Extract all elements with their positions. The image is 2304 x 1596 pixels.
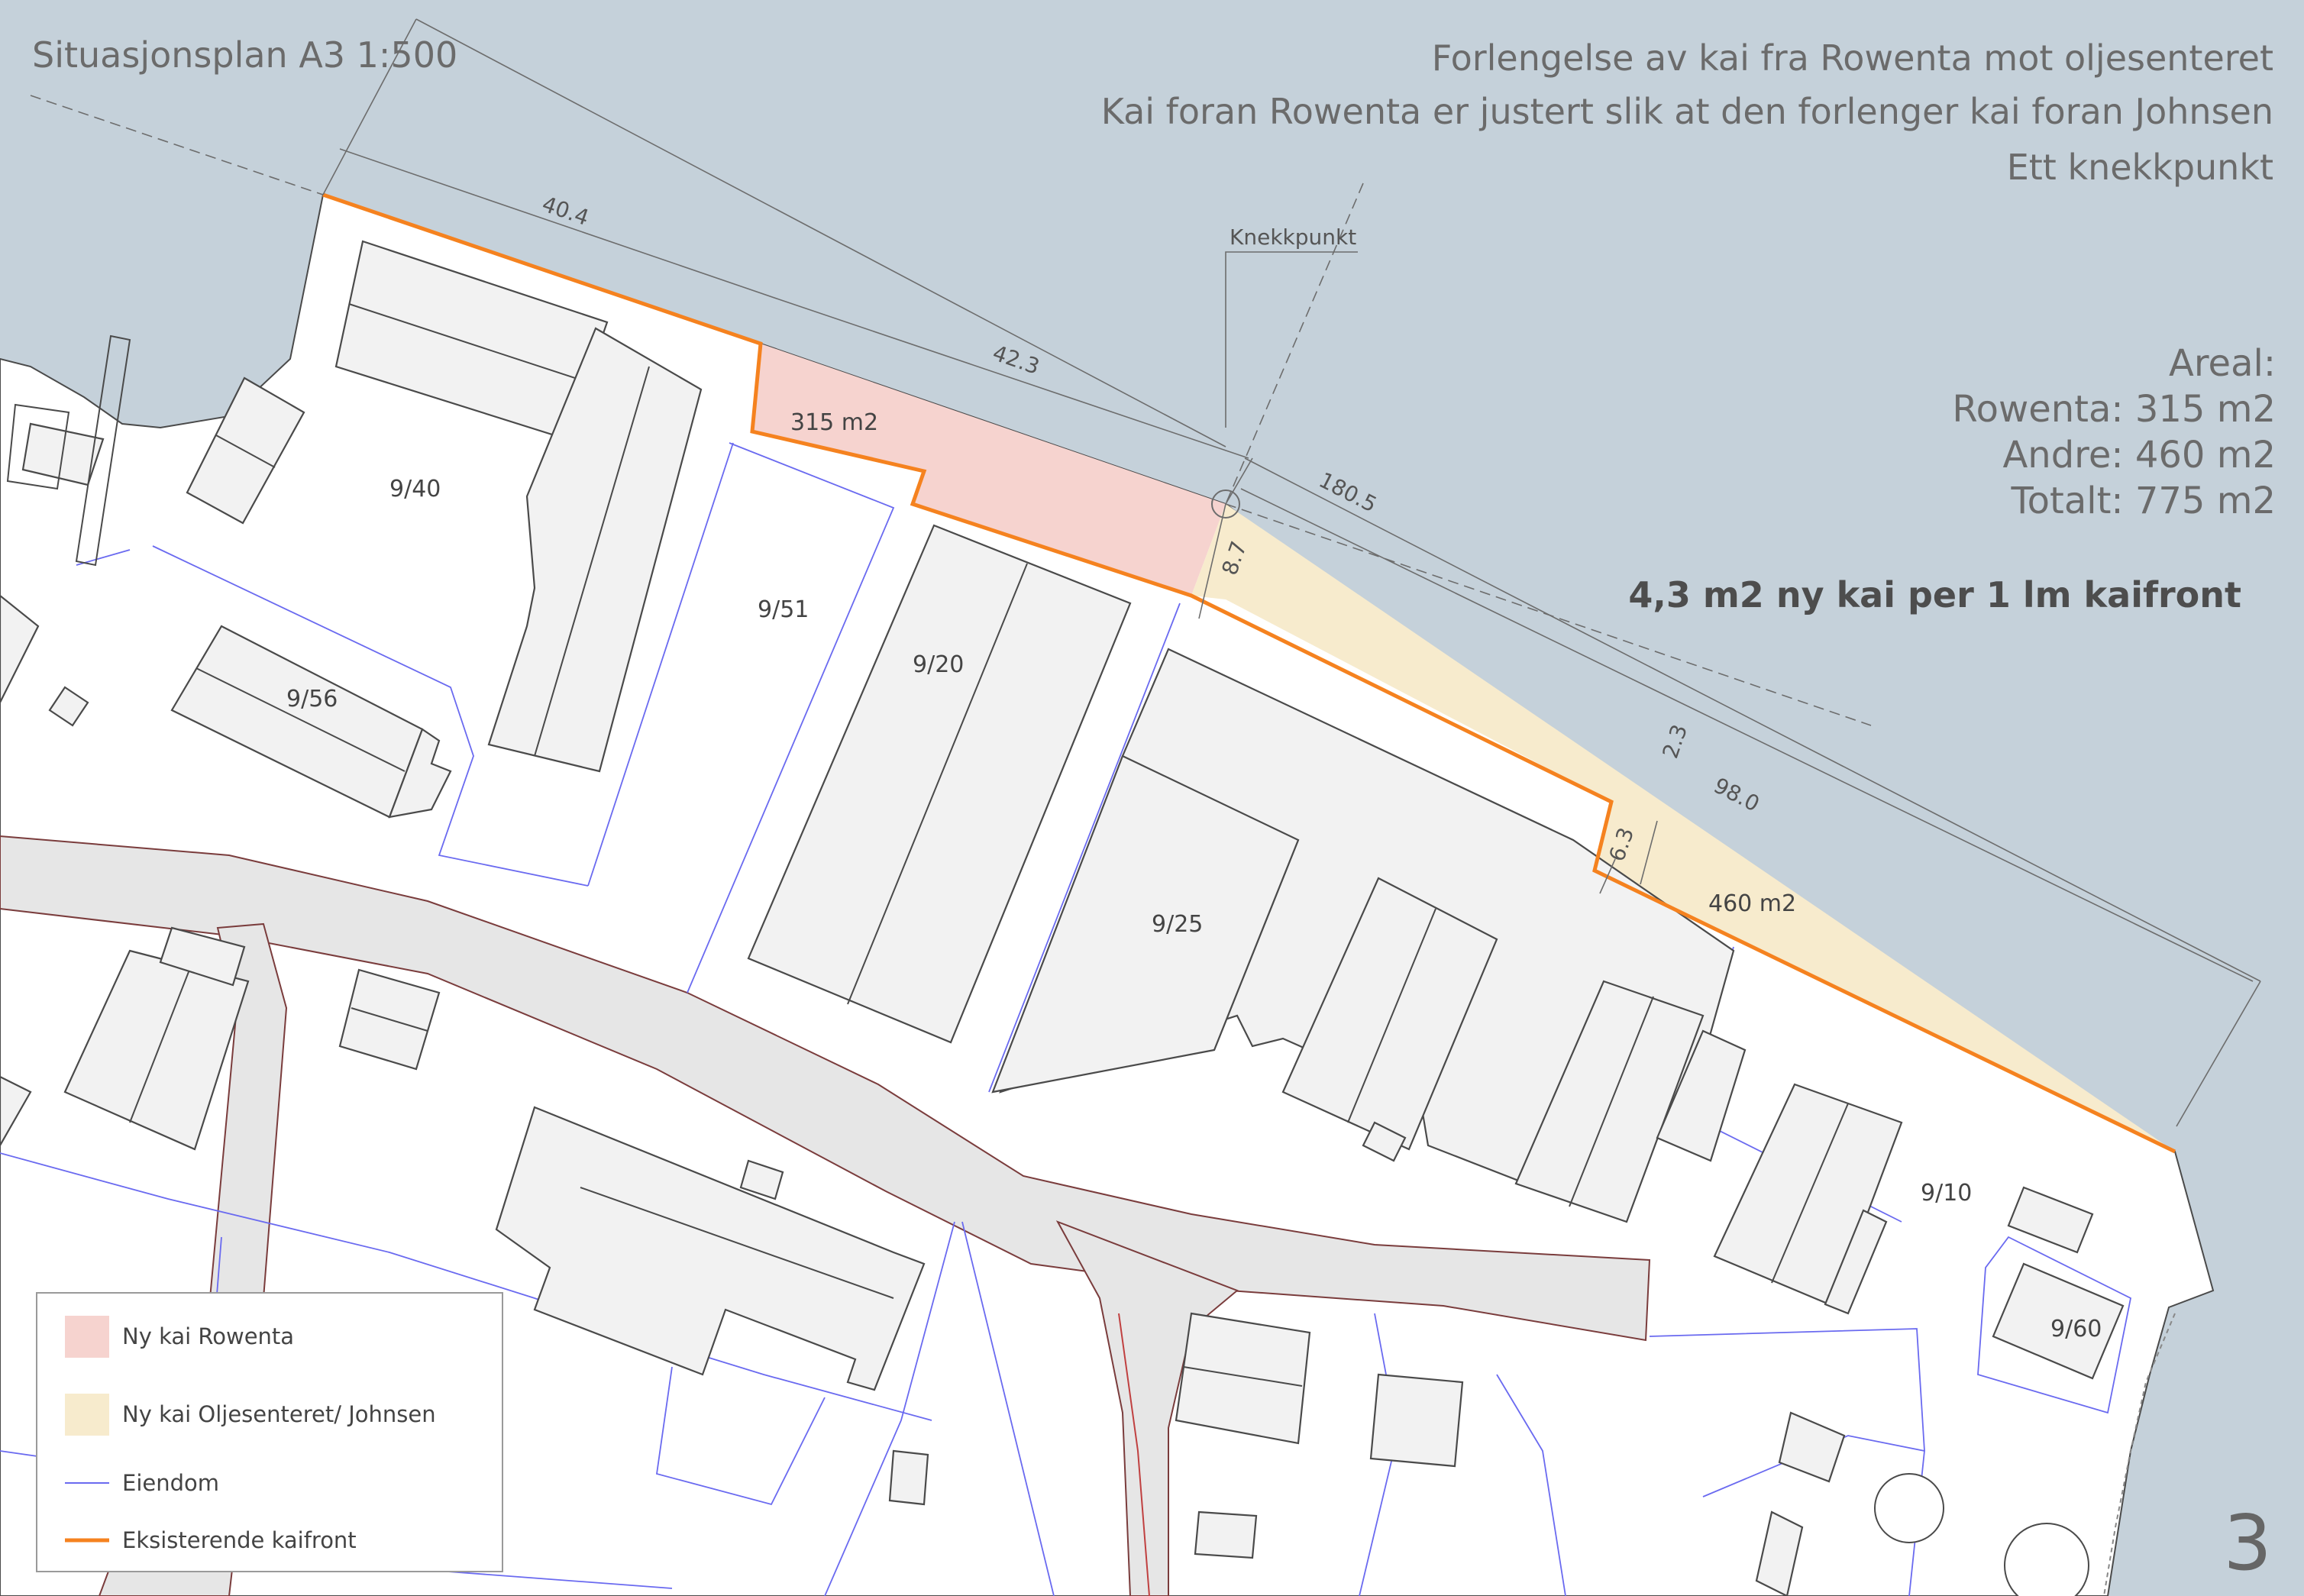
legend-box (36, 1292, 503, 1572)
road-centerline (1118, 1313, 1150, 1596)
shoreline-detail (2103, 1313, 2176, 1596)
area-rowenta: Rowenta: 315 m2 (1952, 388, 2276, 431)
legend-swatch-johnsen (65, 1394, 109, 1436)
legend: Ny kai Rowenta Ny kai Oljesenteret/ John… (36, 1292, 503, 1572)
plot-label: 9/40 (389, 476, 441, 502)
header-line-3: Ett knekkpunkt (2007, 147, 2273, 188)
plot-label: 9/25 (1152, 911, 1203, 938)
legend-swatch-rowenta (65, 1316, 109, 1358)
legend-label: Eiendom (122, 1470, 219, 1496)
area-andre: Andre: 460 m2 (2002, 434, 2276, 477)
plot-label: 9/51 (758, 596, 809, 623)
knekkpunkt-label: Knekkpunkt (1230, 225, 1356, 250)
pier-structure (6, 334, 131, 567)
area-heading: Areal: (2169, 342, 2276, 385)
plan-title: Situasjonsplan A3 1:500 (32, 34, 457, 76)
johnsen-new-quay-zone (1191, 504, 2175, 1152)
existing-quay-front (322, 192, 2176, 1154)
legend-label: Eksisterende kaifront (122, 1527, 357, 1553)
rowenta-new-quay-zone (752, 344, 1226, 596)
johnsen-zone-label: 460 m2 (1708, 890, 1796, 917)
legend-label: Ny kai Rowenta (122, 1323, 294, 1349)
legend-label: Ny kai Oljesenteret/ Johnsen (122, 1401, 436, 1427)
plot-label: 9/20 (913, 651, 964, 678)
plot-label: 9/60 (2050, 1316, 2102, 1342)
plot-label: 9/10 (1921, 1180, 1972, 1207)
header-line-2: Kai foran Rowenta er justert slik at den… (1101, 91, 2273, 132)
rowenta-zone-label: 315 m2 (790, 409, 878, 436)
page-number: 3 (2223, 1498, 2272, 1588)
dimension-lines (30, 18, 2261, 1127)
quay-ratio: 4,3 m2 ny kai per 1 lm kaifront (1628, 574, 2241, 615)
buildings (0, 240, 2125, 1596)
header-line-1: Forlengelse av kai fra Rowenta mot oljes… (1432, 37, 2273, 79)
area-totalt: Totalt: 775 m2 (2010, 480, 2276, 522)
plot-label: 9/56 (286, 686, 338, 712)
